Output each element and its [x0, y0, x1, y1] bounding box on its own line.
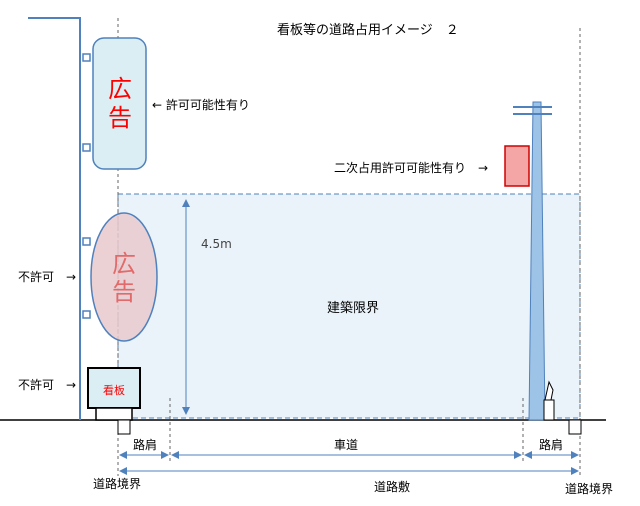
boundary-stake-right	[568, 419, 582, 435]
standing-sign-text: 看板	[103, 383, 125, 397]
boundary-right-label: 道路境界	[565, 481, 613, 496]
bracket-top-2	[82, 143, 91, 152]
pole-sign	[504, 145, 530, 187]
standing-sign-base	[95, 407, 133, 421]
pole-sign-note: 二次占用許可可能性有り →	[334, 160, 488, 175]
projecting-sign-top	[92, 37, 147, 170]
sign-top-note: ← 許可可能性有り	[152, 98, 250, 112]
shoulder-left-label: 路肩	[133, 437, 157, 452]
sign-top-char-2: 告	[108, 104, 132, 132]
projecting-sign-oval	[90, 212, 158, 342]
pole-guard-base	[543, 399, 555, 421]
standing-sign	[87, 367, 141, 409]
building-wall	[28, 17, 81, 420]
road-width-label: 道路敷	[374, 479, 410, 494]
standing-sign-note: 不許可 →	[18, 378, 76, 392]
carriageway-label: 車道	[334, 438, 358, 452]
bracket-oval-1	[82, 237, 91, 246]
sign-top-char-1: 広	[108, 75, 132, 103]
clearance-label: 建築限界	[327, 301, 379, 316]
boundary-stake-left	[117, 419, 131, 435]
bracket-oval-2	[82, 310, 91, 319]
boundary-left-label: 道路境界	[93, 476, 141, 491]
sign-oval-char-1: 広	[112, 250, 136, 278]
bracket-top-1	[82, 53, 91, 62]
utility-pole	[528, 101, 546, 421]
shoulder-right-label: 路肩	[539, 437, 563, 452]
sign-oval-char-2: 告	[112, 278, 136, 306]
diagram-title: 看板等の道路占用イメージ ２	[277, 22, 459, 38]
clearance-height-label: 4.5m	[201, 237, 232, 251]
building-clearance-area	[117, 193, 581, 419]
sign-oval-note: 不許可 →	[18, 270, 76, 284]
